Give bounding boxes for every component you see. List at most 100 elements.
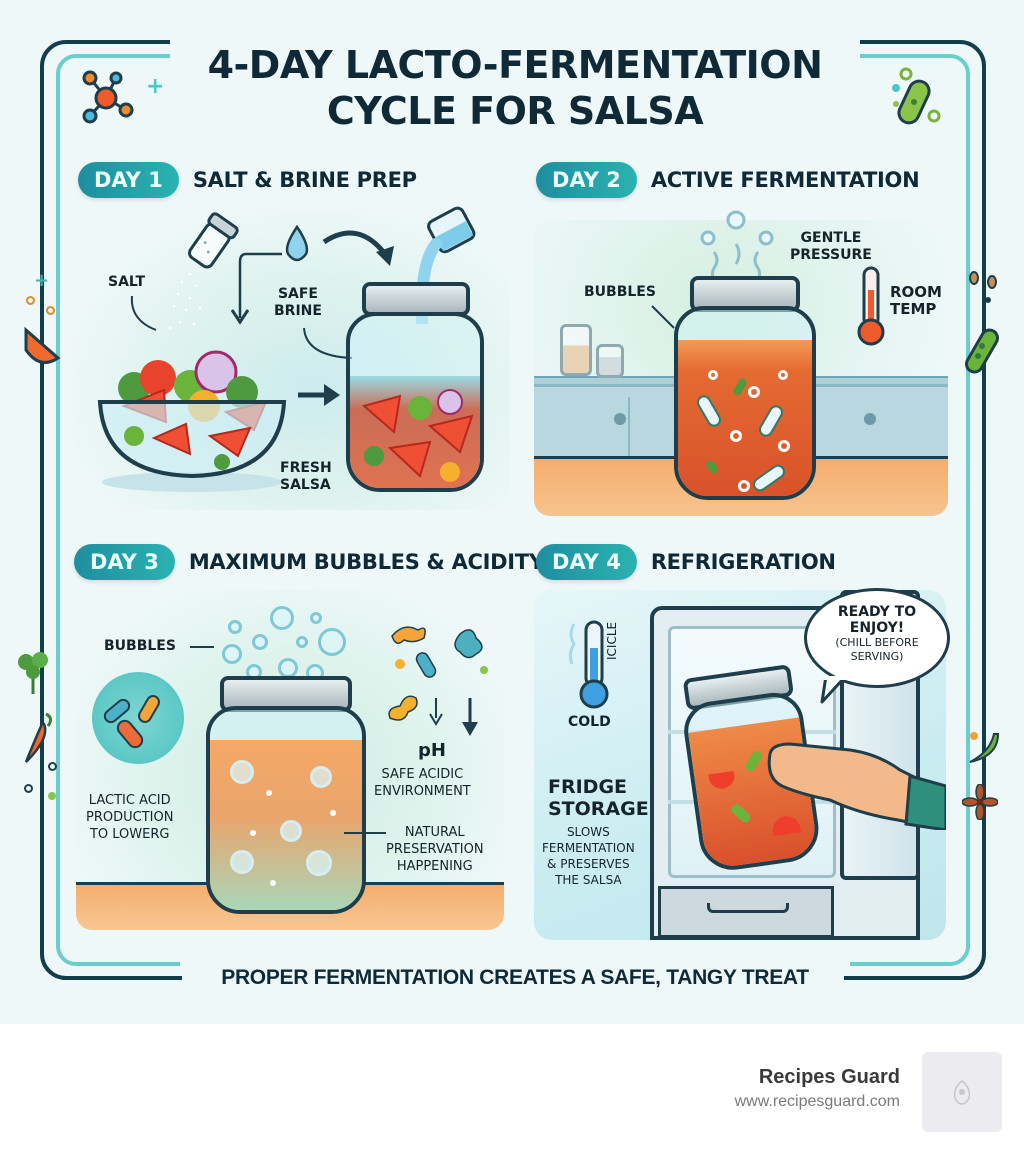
bubble-dot (266, 790, 272, 796)
gentle-pressure-label: GENTLE PRESSURE (790, 230, 872, 263)
safe-acidic-label: SAFE ACIDIC ENVIRONMENT (374, 767, 471, 799)
salt-pointer-line (130, 295, 157, 331)
jar-lid (362, 282, 470, 316)
recipes-guard-logo-icon[interactable] (922, 1052, 1002, 1132)
decor-dot (46, 306, 55, 315)
hand-icon (767, 742, 946, 830)
bubble-dot (730, 430, 742, 442)
frame-footer-gap (180, 960, 850, 1000)
speech-bubble-icon (804, 588, 950, 688)
spice-jar (560, 324, 592, 376)
green-chili-icon (969, 732, 1000, 763)
sparkle-icon: + (34, 270, 50, 291)
water-drop-icon (285, 224, 309, 262)
arrow-down-icon (230, 252, 282, 325)
bubbles-pointer-line (190, 646, 214, 648)
footer-line-right (844, 976, 964, 980)
arrow-right-icon (298, 384, 340, 406)
bubble-dot (250, 830, 256, 836)
foam-bubble (306, 850, 332, 876)
arrow-curve-icon (322, 230, 394, 266)
day-1-header: DAY 1 SALT & BRINE PREP (78, 162, 417, 198)
foam-bubble (230, 850, 254, 874)
bubble-dot (330, 810, 336, 816)
decor-dot (48, 792, 56, 800)
day-3-badge: DAY 3 (74, 544, 175, 580)
day-2-badge: DAY 2 (536, 162, 637, 198)
icicle-label: ICICLE (605, 621, 619, 660)
infographic-poster: + 4-DAY LACTO-FERMENTATION CYCLE FOR SAL… (0, 0, 1024, 1024)
rising-bubble (310, 612, 322, 624)
day-4-title: REFRIGERATION (650, 550, 836, 574)
day-3-title: MAXIMUM BUBBLES & ACIDITY (188, 550, 544, 574)
salsa-contents (361, 389, 474, 482)
drawer-handle (707, 903, 789, 913)
tomato-slice-icon (24, 326, 61, 364)
cabinet-door (534, 397, 630, 457)
mason-jar-icon (206, 706, 366, 914)
cabinet-knob (864, 413, 876, 425)
day-2-header: DAY 2 ACTIVE FERMENTATION (536, 162, 920, 198)
pickle-icon (965, 328, 999, 374)
salt-shaker-icon (188, 212, 239, 269)
bubble-dot (270, 880, 276, 886)
cabinet-knob (614, 413, 626, 425)
salt-label: SALT (108, 274, 146, 290)
thermometer-warm-icon (857, 266, 885, 346)
bubble-dot (748, 386, 760, 398)
day-1-title: SALT & BRINE PREP (192, 168, 417, 192)
ready-to-enjoy-label: READY TO ENJOY! (CHILL BEFORE SERVING) (835, 604, 919, 663)
acidic-bacteria-icon (391, 626, 488, 678)
ph-label: pH (418, 740, 446, 761)
day-3-header: DAY 3 MAXIMUM BUBBLES & ACIDITY (74, 544, 544, 580)
day-4-header: DAY 4 REFRIGERATION (536, 544, 836, 580)
decor-dot (48, 762, 57, 771)
salt-grains (167, 271, 203, 331)
acidic-bacteria-icon (388, 695, 418, 721)
frame-title-gap (170, 30, 860, 70)
chili-pepper-icon (24, 712, 53, 763)
decor-dot (26, 296, 35, 305)
room-temp-label: ROOM TEMP (890, 283, 942, 318)
ph-down-arrow-icon (429, 698, 478, 736)
sparkle-icon: + (146, 74, 165, 99)
brand-name: Recipes Guard (758, 1066, 900, 1088)
bubble-dot (708, 370, 718, 380)
bubble-dot (778, 370, 788, 380)
title-line-1: 4-DAY LACTO-FERMENTATION (207, 43, 823, 87)
seeds-icon (969, 271, 997, 303)
salsa-fill (678, 340, 812, 496)
speech-bubble-tail (820, 676, 846, 704)
bacteria-shape (135, 692, 163, 726)
foam-bubble (310, 766, 332, 788)
fresh-salsa-label: FRESH SALSA (280, 460, 332, 493)
title-line-2: CYCLE FOR SALSA (326, 89, 704, 133)
day-2-title: ACTIVE FERMENTATION (650, 168, 920, 192)
lactic-acid-label: LACTIC ACID PRODUCTION TO LOWERG (86, 793, 174, 842)
bacteria-icon (892, 67, 941, 125)
star-anise-icon (962, 784, 998, 820)
rising-bubble (296, 636, 308, 648)
rising-bubble (278, 658, 298, 678)
cold-label: COLD (568, 714, 611, 730)
thermometer-cold-icon (568, 620, 609, 709)
rising-bubble (222, 644, 242, 664)
brine-pointer-line (303, 327, 353, 359)
mason-jar-icon (674, 306, 816, 500)
rising-bubble (252, 634, 268, 650)
day-1-badge: DAY 1 (78, 162, 179, 198)
rising-bubble (228, 620, 242, 634)
bubble-dot (778, 440, 790, 452)
day-4-badge: DAY 4 (536, 544, 637, 580)
foam-bubble (280, 820, 302, 842)
molecule-icon (82, 70, 134, 124)
rising-bubble (318, 628, 346, 656)
brand-block: Recipes Guard www.recipesguard.com (735, 1066, 900, 1111)
natural-preservation-label: NATURAL PRESERVATION HAPPENING (386, 825, 484, 874)
logo-glyph (953, 1080, 971, 1105)
brand-url[interactable]: www.recipesguard.com (734, 1093, 900, 1110)
cilantro-icon (18, 652, 48, 694)
bubble-dot (738, 480, 750, 492)
slows-fermentation-label: SLOWS FERMENTATION & PRESERVES THE SALSA (542, 825, 635, 887)
rising-bubble (270, 606, 294, 630)
